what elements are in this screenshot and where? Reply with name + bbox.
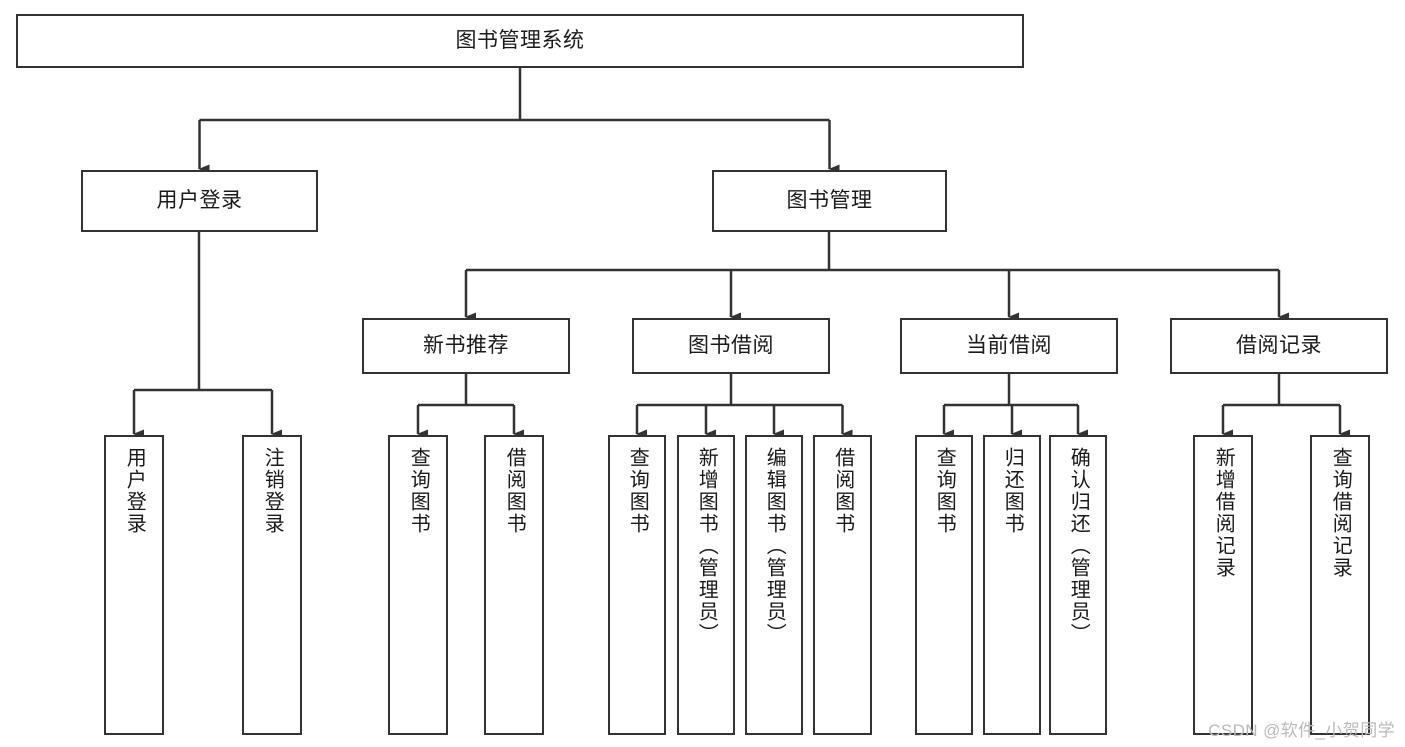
node-leaf-login-1[interactable]: 用户登录 (104, 435, 164, 735)
node-leaf-new-1[interactable]: 查询图书 (388, 435, 448, 735)
node-leaf-login-2[interactable]: 注销登录 (242, 435, 302, 735)
node-label-leaf-bor-4: 借阅图书 (831, 447, 854, 535)
node-label-records: 借阅记录 (1236, 333, 1322, 357)
edge-layer (132, 68, 1350, 439)
node-leaf-bor-3[interactable]: 编辑图书（管理员） (745, 435, 803, 735)
node-label-login: 用户登录 (156, 188, 243, 212)
node-label-leaf-bor-1: 查询图书 (626, 447, 649, 535)
node-label-leaf-login-1: 用户登录 (123, 447, 146, 535)
node-leaf-rec-2[interactable]: 查询借阅记录 (1310, 435, 1370, 735)
node-label-borrow: 图书借阅 (688, 333, 774, 357)
watermark-label: CSDN @软件_小贺同学 (1208, 721, 1395, 740)
node-leaf-cur-1[interactable]: 查询图书 (915, 435, 973, 735)
node-label-root: 图书管理系统 (455, 28, 585, 52)
node-leaf-bor-2[interactable]: 新增图书（管理员） (677, 435, 735, 735)
node-leaf-bor-4[interactable]: 借阅图书 (813, 435, 872, 735)
node-label-leaf-bor-3: 编辑图书（管理员） (763, 447, 786, 645)
node-label-leaf-cur-1: 查询图书 (933, 447, 956, 535)
node-records[interactable]: 借阅记录 (1170, 318, 1388, 374)
node-label-current: 当前借阅 (966, 333, 1052, 357)
node-label-newbook: 新书推荐 (423, 333, 509, 357)
node-borrow[interactable]: 图书借阅 (632, 318, 830, 374)
node-label-leaf-rec-1: 新增借阅记录 (1212, 447, 1235, 579)
node-label-leaf-new-2: 借阅图书 (503, 447, 526, 535)
node-bookmgmt[interactable]: 图书管理 (712, 170, 947, 232)
node-label-leaf-login-2: 注销登录 (261, 447, 284, 535)
node-leaf-cur-3[interactable]: 确认归还（管理员） (1049, 435, 1107, 735)
node-login[interactable]: 用户登录 (81, 170, 318, 232)
node-leaf-cur-2[interactable]: 归还图书 (983, 435, 1041, 735)
node-current[interactable]: 当前借阅 (900, 318, 1118, 374)
node-label-leaf-cur-2: 归还图书 (1001, 447, 1024, 535)
node-newbook[interactable]: 新书推荐 (362, 318, 570, 374)
node-label-leaf-rec-2: 查询借阅记录 (1329, 447, 1352, 579)
node-label-bookmgmt: 图书管理 (786, 188, 873, 212)
node-label-leaf-new-1: 查询图书 (407, 447, 430, 535)
node-root[interactable]: 图书管理系统 (16, 14, 1024, 68)
node-leaf-bor-1[interactable]: 查询图书 (608, 435, 666, 735)
node-label-leaf-bor-2: 新增图书（管理员） (695, 447, 718, 645)
node-leaf-rec-1[interactable]: 新增借阅记录 (1193, 435, 1253, 735)
node-leaf-new-2[interactable]: 借阅图书 (484, 435, 544, 735)
node-label-leaf-cur-3: 确认归还（管理员） (1067, 447, 1090, 645)
